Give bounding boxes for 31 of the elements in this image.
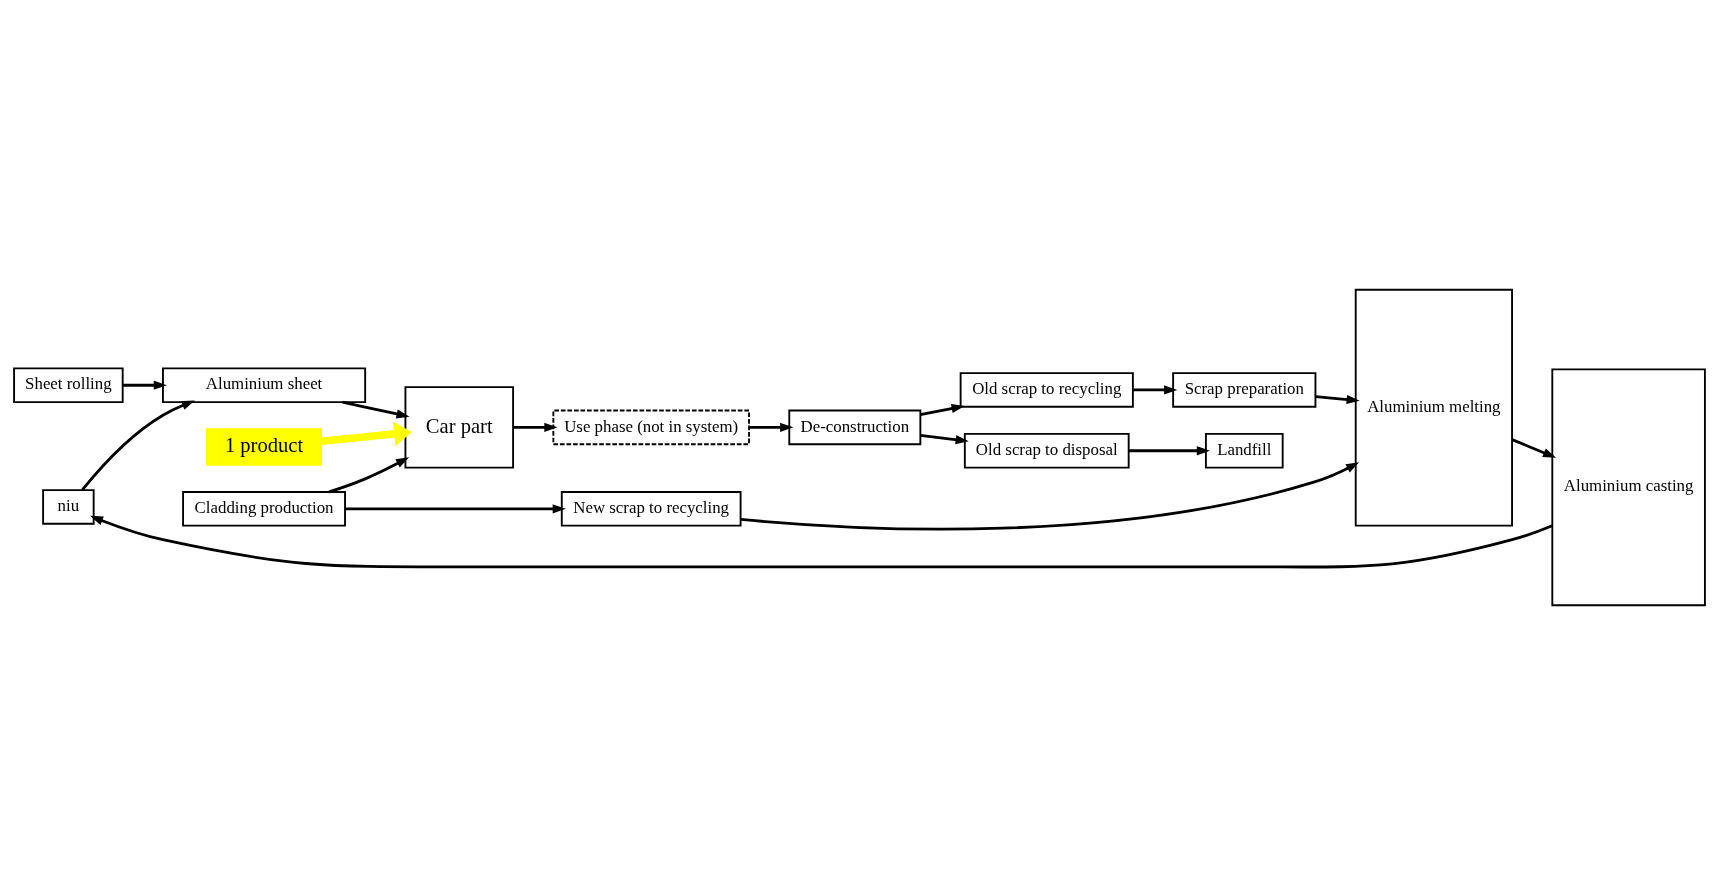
arrow (122, 380, 167, 390)
arrow (1132, 384, 1178, 394)
node-box: Use phase (not in system) (552, 409, 750, 445)
node-box: niu (42, 488, 95, 525)
node-box: New scrap to recycling (560, 490, 742, 527)
arrow (89, 515, 1553, 568)
node-box: De-construction (788, 409, 922, 445)
arrow (81, 400, 195, 491)
node-box: 1 product (206, 427, 323, 466)
node-box: Old scrap to disposal (963, 432, 1130, 469)
arrow (345, 503, 566, 513)
node-box: Scrap preparation (1172, 371, 1317, 408)
node-box: Sheet rolling (13, 366, 124, 403)
arrow (1128, 445, 1210, 455)
arrow (513, 422, 558, 432)
arrow (749, 422, 794, 432)
arrow (920, 403, 965, 416)
arrow (1511, 437, 1557, 458)
arrow (320, 421, 412, 446)
arrow (342, 400, 410, 418)
arrow (920, 433, 969, 444)
node-box: Aluminium sheet (162, 366, 367, 403)
arrow (328, 456, 410, 493)
node-box: Landfill (1204, 432, 1284, 469)
arrow (1315, 394, 1360, 404)
arrow (740, 461, 1360, 530)
node-box: Aluminium melting (1354, 288, 1513, 527)
node-box: Cladding production (182, 490, 346, 527)
node-box: Car part (404, 385, 515, 469)
node-box: Aluminium casting (1551, 367, 1706, 606)
node-box: Old scrap to recycling (959, 371, 1134, 408)
